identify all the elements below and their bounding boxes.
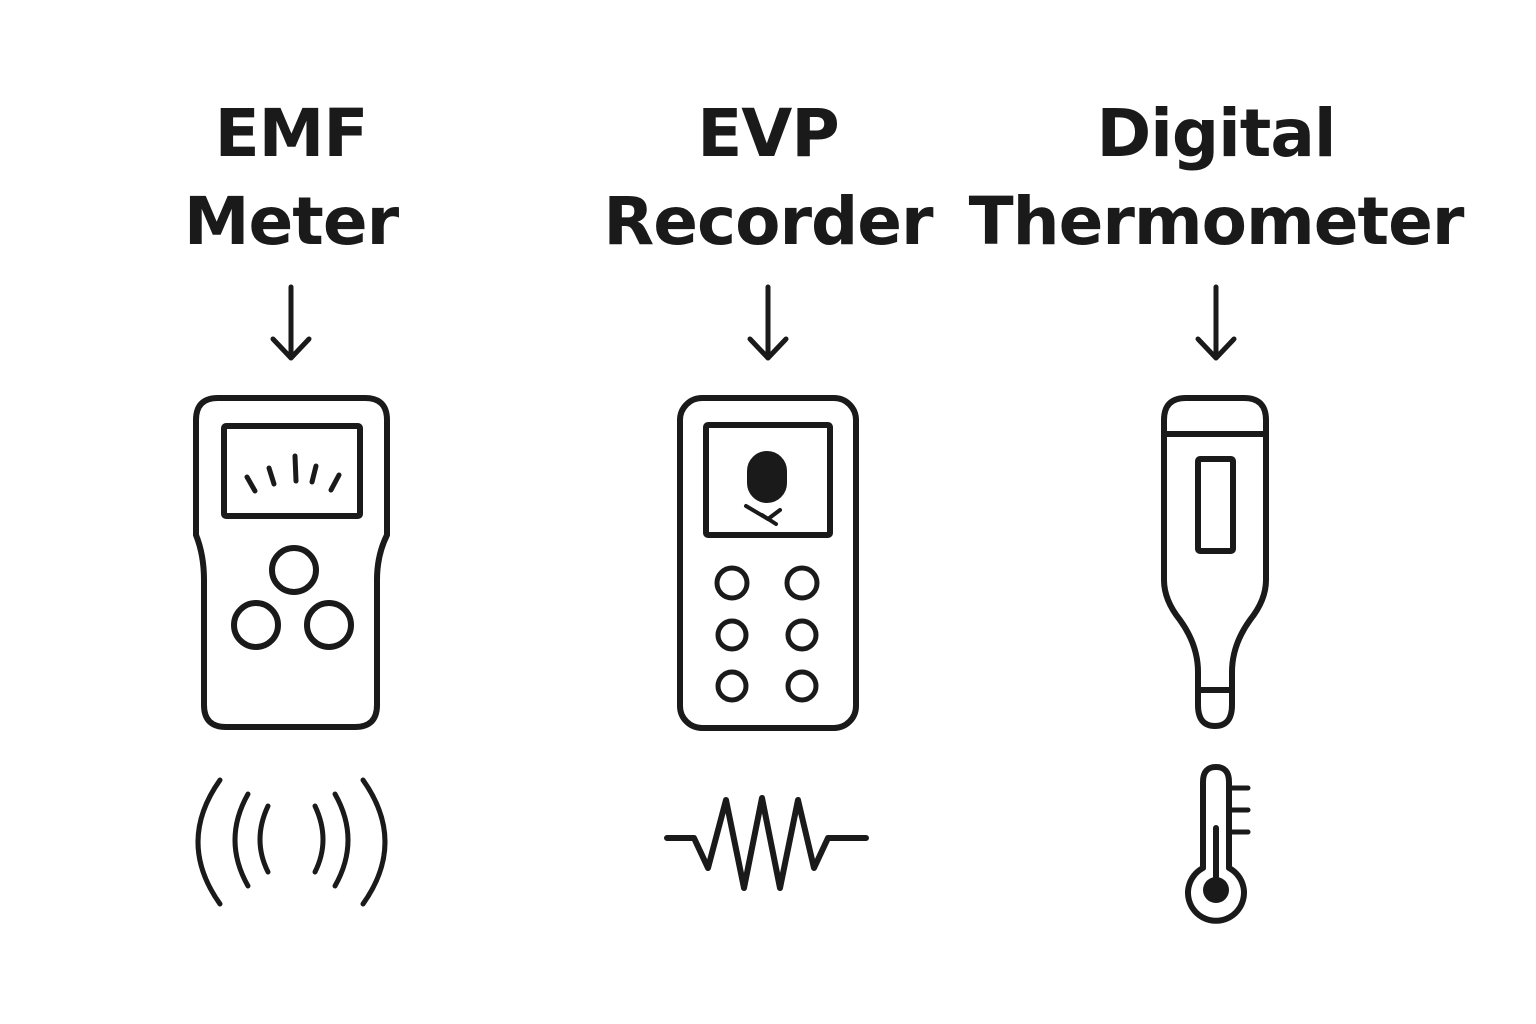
thermo-title-line2: Thermometer (968, 183, 1465, 260)
gauge-ticks (244, 453, 342, 494)
radio-waves-icon (195, 777, 388, 907)
arrow-down-icon (270, 284, 312, 361)
emf-meter-title: EMF Meter (31, 90, 551, 266)
keypad-button-icon (784, 565, 820, 601)
keypad-button-icon (785, 618, 819, 652)
keypad-button-icon (785, 669, 819, 703)
keypad-button-icon (715, 669, 749, 703)
evp-title-line1: EVP (697, 95, 840, 172)
evp-title-line2: Recorder (603, 183, 933, 260)
emf-title-line1: EMF (214, 95, 369, 172)
arrow-down-icon (747, 284, 789, 361)
thermo-title-line1: Digital (1096, 95, 1337, 172)
evp-recorder-column: EVP Recorder (508, 0, 1028, 1024)
emf-meter-icon (193, 395, 390, 730)
thermometer-column: Digital Thermometer (956, 0, 1476, 1024)
keypad-button-icon (714, 565, 750, 601)
evp-recorder-title: EVP Recorder (508, 90, 1028, 266)
thermometer-icon (1185, 764, 1251, 924)
button-icon (304, 600, 354, 650)
thermometer-title: Digital Thermometer (956, 90, 1476, 266)
keypad-button-icon (715, 618, 749, 652)
audio-waveform-icon (664, 795, 869, 891)
emf-title-line2: Meter (183, 183, 399, 260)
thermometer-display (1195, 456, 1236, 554)
emf-meter-column: EMF Meter (31, 0, 551, 1024)
voice-recorder-icon (677, 395, 859, 731)
digital-thermometer-icon (1161, 395, 1269, 729)
button-icon (269, 545, 319, 595)
button-icon (231, 600, 281, 650)
arrow-down-icon (1195, 284, 1237, 361)
microphone-icon (744, 451, 787, 526)
